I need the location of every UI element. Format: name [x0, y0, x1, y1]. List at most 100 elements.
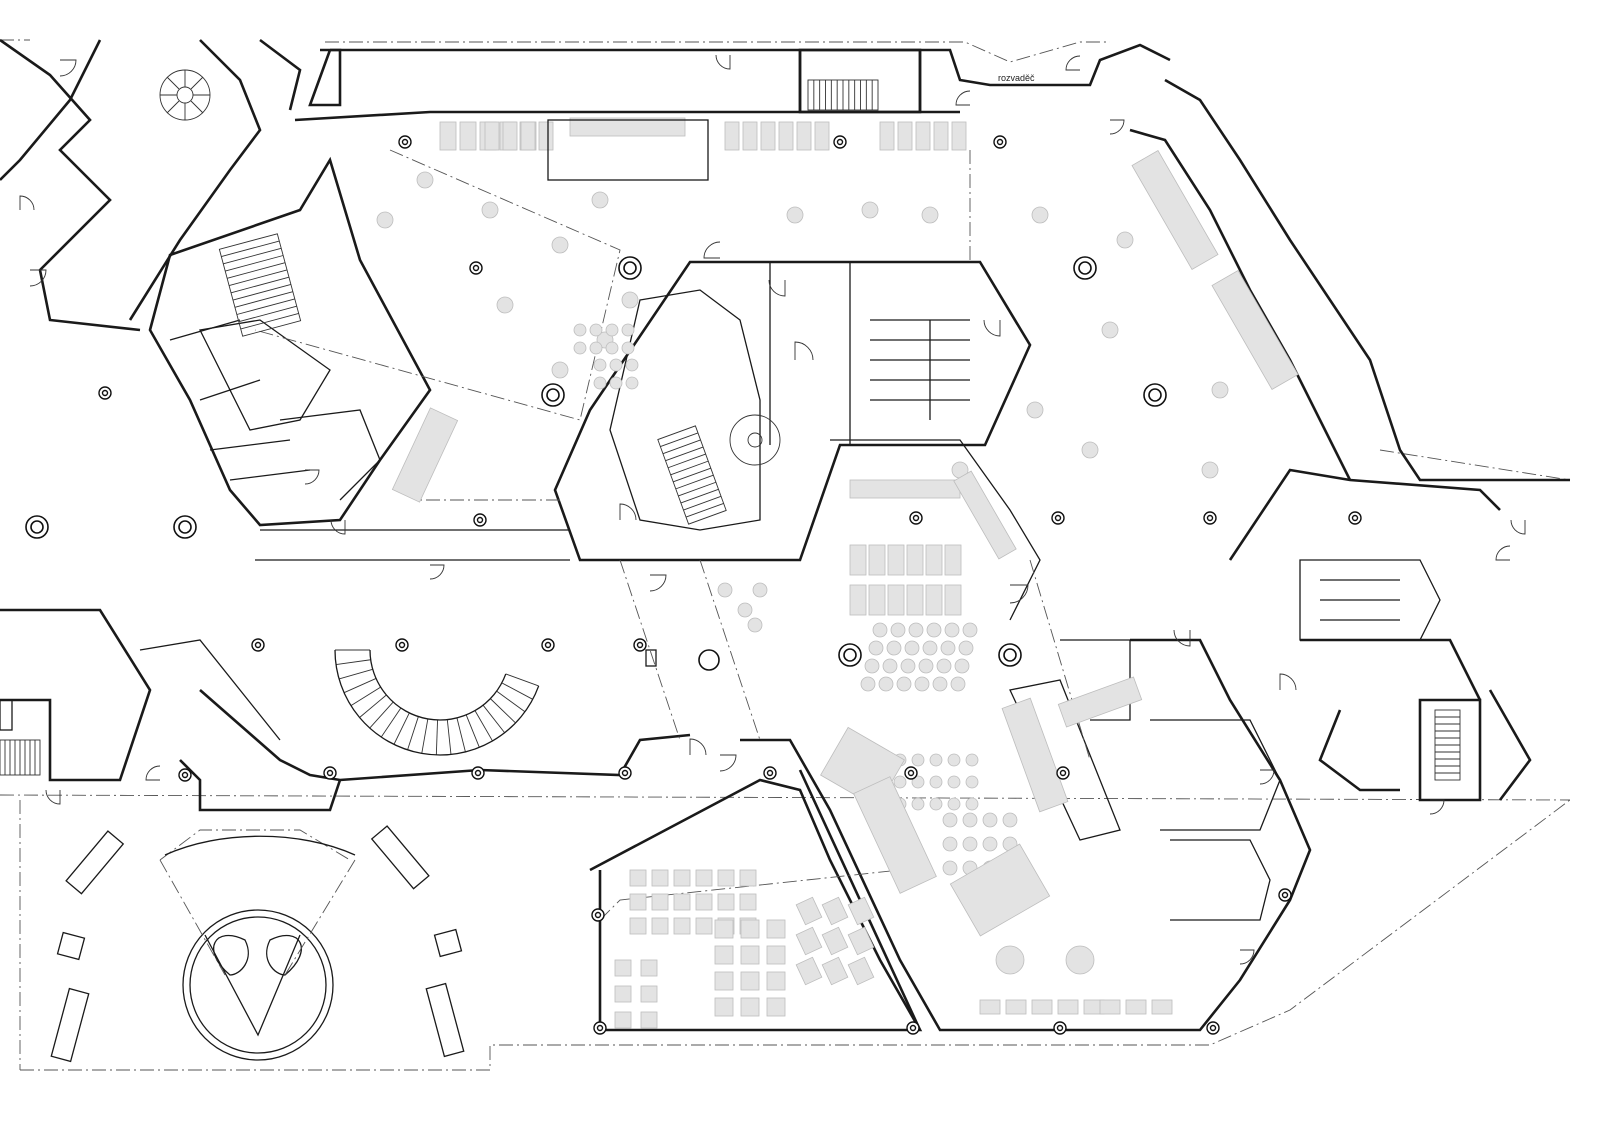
table — [962, 836, 978, 852]
door-swing — [304, 469, 320, 485]
table — [439, 121, 457, 151]
table — [629, 893, 647, 911]
table — [922, 640, 938, 656]
table — [925, 544, 943, 576]
table — [605, 341, 619, 355]
table — [868, 640, 884, 656]
column-core — [1281, 891, 1289, 899]
table — [766, 997, 786, 1017]
column-core — [474, 769, 482, 777]
straight-stair-east — [1434, 709, 1461, 781]
table — [778, 121, 794, 151]
table — [795, 956, 823, 986]
door-swing — [429, 564, 445, 580]
table — [893, 775, 907, 789]
table — [569, 117, 686, 137]
door-swing — [145, 765, 161, 781]
table — [740, 997, 760, 1017]
table — [965, 797, 979, 811]
door-swing — [619, 503, 637, 521]
table — [982, 812, 998, 828]
table — [717, 893, 735, 911]
column-core — [101, 389, 109, 397]
table — [904, 640, 920, 656]
column-core — [1209, 1024, 1217, 1032]
table — [933, 121, 949, 151]
table — [593, 376, 607, 390]
table — [847, 926, 875, 956]
table — [900, 658, 916, 674]
table — [621, 291, 639, 309]
table — [573, 341, 587, 355]
table — [625, 358, 639, 372]
interior-partitions — [139, 149, 1441, 921]
table — [737, 602, 753, 618]
structural-column — [698, 649, 720, 671]
table — [609, 376, 623, 390]
table — [640, 959, 658, 977]
north-counter — [547, 119, 709, 181]
north-stair-block — [798, 48, 922, 114]
table — [942, 860, 958, 876]
table — [940, 640, 956, 656]
table — [714, 997, 734, 1017]
table — [853, 776, 937, 894]
column-core — [621, 769, 629, 777]
table — [821, 896, 849, 926]
table — [1125, 999, 1147, 1015]
table — [914, 676, 930, 692]
table — [376, 211, 394, 229]
table — [786, 206, 804, 224]
table — [911, 797, 925, 811]
table — [953, 470, 1017, 560]
table — [740, 945, 760, 965]
table — [629, 917, 647, 935]
table — [717, 869, 735, 887]
table — [908, 622, 924, 638]
structural-column-inner — [30, 520, 44, 534]
column-core — [907, 769, 915, 777]
table — [879, 121, 895, 151]
table — [849, 584, 867, 616]
table — [962, 812, 978, 828]
table — [695, 869, 713, 887]
table — [947, 775, 961, 789]
column-core — [1054, 514, 1062, 522]
column-core — [636, 641, 644, 649]
table — [391, 407, 459, 503]
column-core — [401, 138, 409, 146]
door-swing — [29, 269, 47, 287]
door-swing — [19, 195, 35, 211]
column-core — [326, 769, 334, 777]
table — [640, 985, 658, 1003]
table — [591, 191, 609, 209]
column-core — [472, 264, 480, 272]
table — [1211, 269, 1299, 391]
structural-column-inner — [546, 388, 560, 402]
table — [795, 926, 823, 956]
table — [625, 376, 639, 390]
table — [621, 341, 635, 355]
table — [932, 676, 948, 692]
table — [1057, 676, 1143, 728]
table — [1005, 999, 1027, 1015]
table — [520, 121, 536, 151]
table — [962, 622, 978, 638]
table — [589, 341, 603, 355]
door-swing — [1239, 949, 1255, 965]
table — [906, 584, 924, 616]
table — [814, 121, 830, 151]
table — [695, 893, 713, 911]
table — [929, 753, 943, 767]
table — [1065, 945, 1095, 975]
table — [925, 584, 943, 616]
curved-stair-central — [334, 649, 540, 756]
table — [551, 236, 569, 254]
table — [614, 1011, 632, 1029]
table — [1002, 812, 1018, 828]
door-swing — [1279, 673, 1297, 691]
table — [896, 676, 912, 692]
straight-stair-core — [657, 425, 727, 525]
column-core — [594, 911, 602, 919]
table — [936, 658, 952, 674]
